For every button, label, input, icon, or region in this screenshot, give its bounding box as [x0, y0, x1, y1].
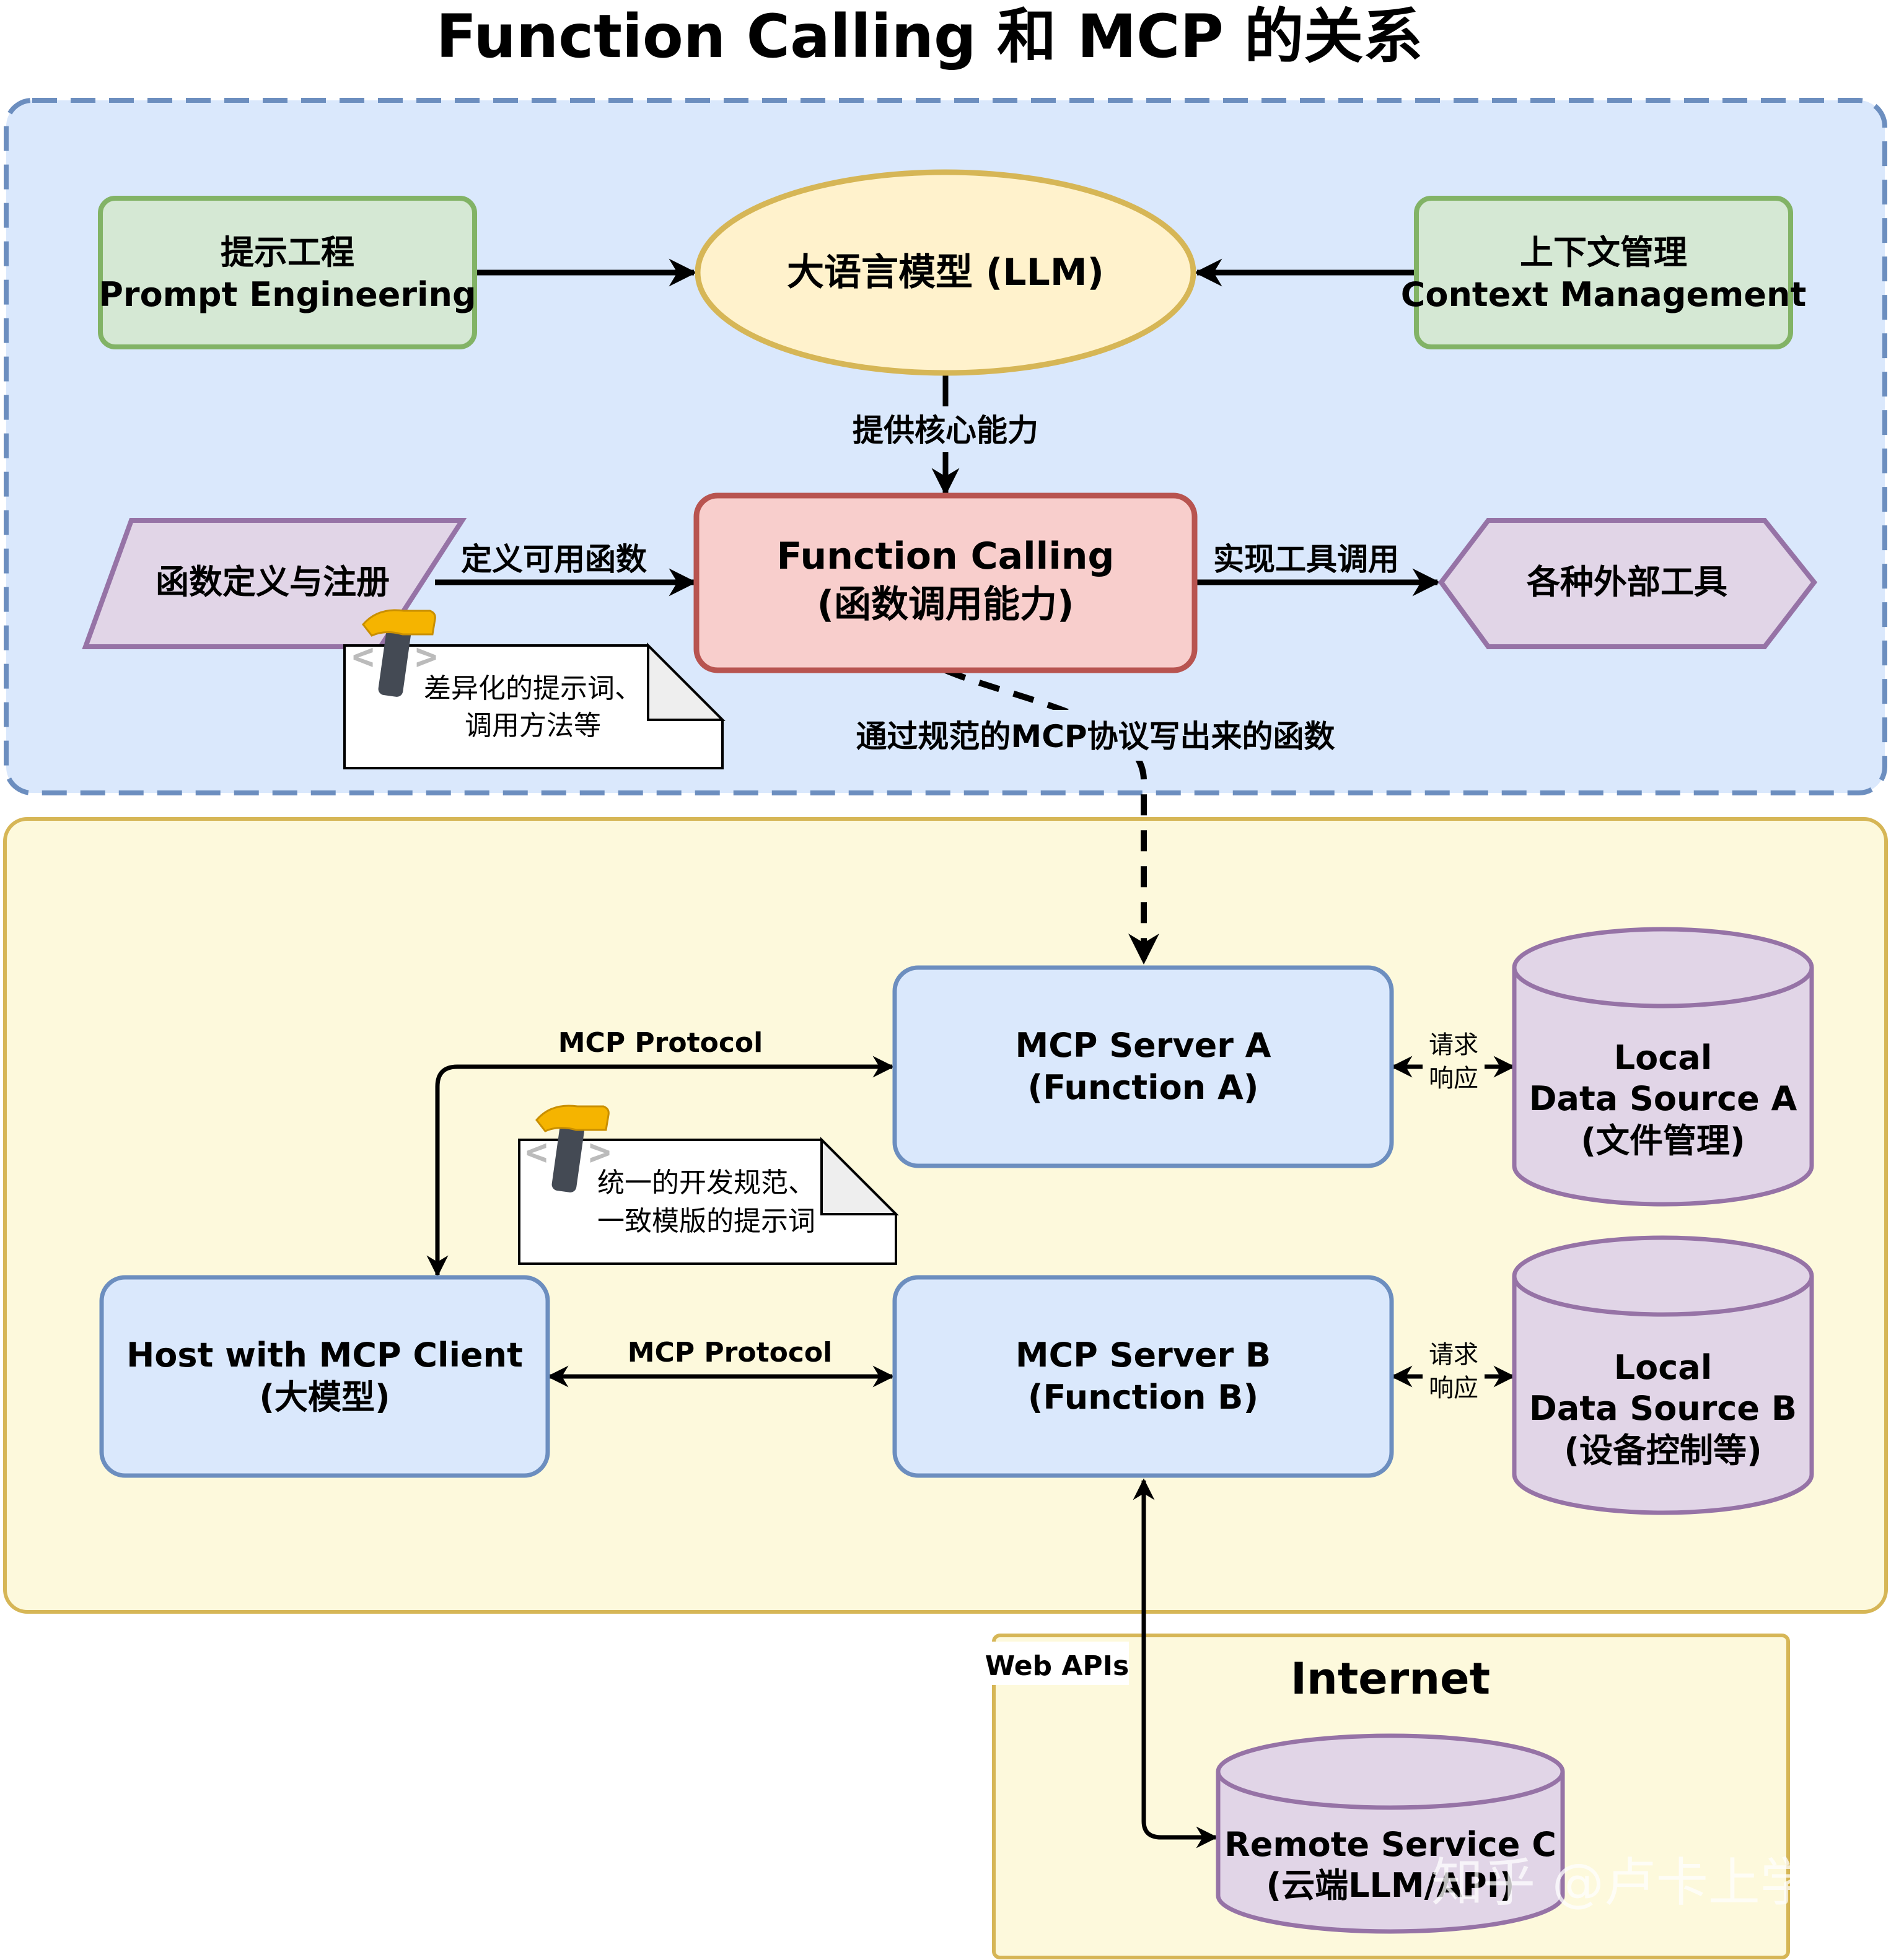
note-top-line2: 调用方法等 — [465, 710, 601, 742]
llm-node: 大语言模型 (LLM) — [695, 169, 1196, 376]
prompt-engineering-label-cn: 提示工程 — [221, 233, 354, 272]
edge-label-implement-tool-call: 实现工具调用 — [1213, 541, 1399, 577]
edge-function-calling-to-mcp-server-a — [944, 667, 1159, 965]
data-source-b-node: Local Data Source B (设备控制等) — [1512, 1235, 1814, 1515]
internet-label: Internet — [1291, 1653, 1490, 1704]
external-tools-node: 各种外部工具 — [1438, 518, 1818, 649]
mcp-server-b-function: (Function B) — [1028, 1378, 1258, 1417]
watermark: 知乎 @卢卡上学 — [1431, 1852, 1812, 1913]
edge-label-response-a: 响应 — [1429, 1064, 1478, 1093]
edge-label-bg — [1423, 1334, 1485, 1407]
note-top-line1: 差异化的提示词、 — [424, 673, 642, 704]
data-source-b-line1: Local — [1614, 1348, 1712, 1387]
data-source-a-node: Local Data Source A (文件管理) — [1512, 927, 1814, 1207]
context-management-node: 上下文管理 Context Management — [1401, 196, 1807, 349]
prompt-engineering-label-en: Prompt Engineering — [99, 275, 476, 314]
edge-label-bg — [989, 1642, 1129, 1685]
mcp-server-a-label: MCP Server A — [1016, 1026, 1271, 1065]
note-bottom-line1: 统一的开发规范、 — [597, 1167, 815, 1199]
mcp-server-a-node: MCP Server A (Function A) — [892, 965, 1394, 1168]
context-management-label-cn: 上下文管理 — [1520, 233, 1687, 272]
function-definition-label: 函数定义与注册 — [156, 562, 390, 602]
host-node: Host with MCP Client (大模型) — [99, 1275, 550, 1478]
edge-label-mcp-protocol-a: MCP Protocol — [558, 1027, 763, 1059]
data-source-a-line2: Data Source A — [1529, 1079, 1797, 1118]
hammer-icon: < > — [525, 1105, 611, 1192]
edge-host-to-mcp-server-a — [426, 1056, 895, 1277]
data-source-a-line3: (文件管理) — [1581, 1121, 1745, 1160]
svg-text:>: > — [415, 635, 437, 678]
edge-label-bg — [830, 710, 1359, 761]
svg-text:<: < — [352, 635, 374, 678]
edge-label-request-a: 请求 — [1429, 1031, 1478, 1059]
note-bottom: 统一的开发规范、 一致模版的提示词 — [518, 1137, 899, 1265]
data-source-b-line3: (设备控制等) — [1564, 1431, 1762, 1470]
mcp-server-a-function: (Function A) — [1028, 1068, 1259, 1107]
edge-label-web-apis: Web APIs — [985, 1650, 1129, 1682]
host-sublabel: (大模型) — [259, 1378, 390, 1417]
hammer-icon: < > — [352, 609, 437, 697]
svg-text:>: > — [589, 1131, 611, 1174]
note-bottom-line2: 一致模版的提示词 — [597, 1205, 815, 1237]
note-top: 差异化的提示词、 调用方法等 — [343, 642, 726, 769]
edge-label-mcp-protocol-b: MCP Protocol — [628, 1337, 832, 1368]
context-management-label-en: Context Management — [1401, 275, 1807, 314]
remote-service-node: Remote Service C (云端LLM/API) — [1216, 1733, 1565, 1934]
mcp-server-b-node: MCP Server B (Function B) — [892, 1275, 1394, 1478]
prompt-engineering-node: 提示工程 Prompt Engineering — [98, 196, 477, 349]
data-source-a-line1: Local — [1614, 1038, 1712, 1077]
edge-label-response-b: 响应 — [1429, 1374, 1478, 1402]
function-calling-label-en: Function Calling — [777, 535, 1115, 578]
host-label: Host with MCP Client — [126, 1336, 523, 1375]
edge-label-request-b: 请求 — [1429, 1341, 1478, 1369]
mcp-server-b-label: MCP Server B — [1016, 1336, 1271, 1375]
edge-label-provide-core: 提供核心能力 — [853, 413, 1038, 448]
edge-label-define-functions: 定义可用函数 — [461, 541, 647, 577]
remote-service-label: Remote Service C — [1224, 1825, 1556, 1864]
llm-label: 大语言模型 (LLM) — [787, 251, 1104, 294]
edge-label-bg — [840, 406, 1051, 452]
data-source-b-line2: Data Source B — [1529, 1389, 1797, 1428]
remote-service-sublabel: (云端LLM/API) — [1266, 1866, 1514, 1905]
function-calling-label-cn: (函数调用能力) — [817, 583, 1074, 626]
edge-server-b-to-remote — [1133, 1478, 1218, 1848]
diagram-title: Function Calling 和 MCP 的关系 — [436, 2, 1423, 71]
edge-label-bg — [1423, 1025, 1485, 1098]
function-calling-node: Function Calling (函数调用能力) — [693, 492, 1198, 673]
svg-text:<: < — [525, 1131, 548, 1174]
external-tools-label: 各种外部工具 — [1527, 562, 1727, 602]
edge-label-via-mcp: 通过规范的MCP协议写出来的函数 — [856, 719, 1335, 755]
